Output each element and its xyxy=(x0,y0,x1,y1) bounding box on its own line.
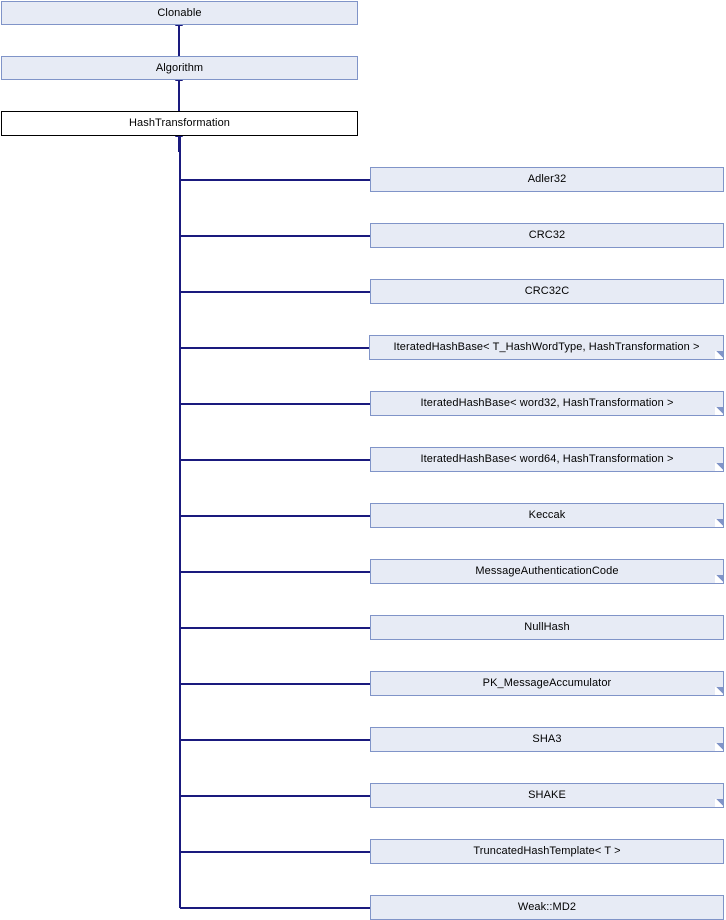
descendant-branch-1 xyxy=(180,235,370,237)
class-node-crc32c[interactable]: CRC32C xyxy=(370,279,724,304)
class-node-crc32[interactable]: CRC32 xyxy=(370,223,724,248)
class-node-sha3[interactable]: SHA3 xyxy=(370,727,724,752)
class-node-label: SHA3 xyxy=(532,733,562,745)
descendant-branch-3 xyxy=(180,347,370,349)
class-node-label: IteratedHashBase< word32, HashTransforma… xyxy=(420,397,674,409)
class-node-label: HashTransformation xyxy=(128,117,231,129)
class-node-label: Keccak xyxy=(528,509,566,521)
class-node-label: Adler32 xyxy=(527,173,567,185)
class-node-label: Clonable xyxy=(157,6,202,19)
descendant-branch-5 xyxy=(180,459,370,461)
class-node-label: SHAKE xyxy=(528,789,566,801)
class-node-label: IteratedHashBase< T_HashWordType, HashTr… xyxy=(393,341,700,353)
class-node-iteratedhashbase-word32-hashtransformation[interactable]: IteratedHashBase< word32, HashTransforma… xyxy=(370,391,724,416)
class-node-label: MessageAuthenticationCode xyxy=(475,565,619,577)
inheritance-edge-0 xyxy=(178,25,180,56)
class-node-shake[interactable]: SHAKE xyxy=(370,783,724,808)
class-node-pk-messageaccumulator[interactable]: PK_MessageAccumulator xyxy=(370,671,724,696)
descendant-branch-8 xyxy=(180,627,370,629)
class-node-keccak[interactable]: Keccak xyxy=(370,503,724,528)
class-node-iteratedhashbase-word64-hashtransformation[interactable]: IteratedHashBase< word64, HashTransforma… xyxy=(370,447,724,472)
class-node-hashtransformation[interactable]: HashTransformation xyxy=(1,111,358,136)
descendant-branch-11 xyxy=(180,795,370,797)
descendant-branch-6 xyxy=(180,515,370,517)
class-node-label: Algorithm xyxy=(155,61,204,74)
class-node-label: IteratedHashBase< word64, HashTransforma… xyxy=(420,453,674,465)
class-node-label: TruncatedHashTemplate< T > xyxy=(473,845,621,857)
class-node-clonable[interactable]: Clonable xyxy=(1,1,358,25)
class-node-label: Weak::MD2 xyxy=(517,901,577,913)
class-node-messageauthenticationcode[interactable]: MessageAuthenticationCode xyxy=(370,559,724,584)
descendant-trunk-line xyxy=(179,137,181,908)
class-node-label: NullHash xyxy=(524,621,570,633)
class-node-algorithm[interactable]: Algorithm xyxy=(1,56,358,80)
class-node-truncatedhashtemplate-t[interactable]: TruncatedHashTemplate< T > xyxy=(370,839,724,864)
class-node-weak-md2[interactable]: Weak::MD2 xyxy=(370,895,724,920)
class-node-label: CRC32C xyxy=(524,285,570,297)
inheritance-edge-1 xyxy=(178,80,180,111)
descendant-branch-4 xyxy=(180,403,370,405)
class-node-iteratedhashbase-t-hashwordtype-hashtransformation[interactable]: IteratedHashBase< T_HashWordType, HashTr… xyxy=(369,335,724,360)
descendant-branch-0 xyxy=(180,179,370,181)
descendant-branch-12 xyxy=(180,851,370,853)
descendant-branch-2 xyxy=(180,291,370,293)
descendant-branch-9 xyxy=(180,683,370,685)
class-node-label: CRC32 xyxy=(528,229,566,241)
descendant-branch-7 xyxy=(180,571,370,573)
class-node-label: PK_MessageAccumulator xyxy=(482,677,612,689)
descendant-branch-13 xyxy=(180,907,370,909)
descendant-branch-10 xyxy=(180,739,370,741)
class-node-nullhash[interactable]: NullHash xyxy=(370,615,724,640)
class-node-adler32[interactable]: Adler32 xyxy=(370,167,724,192)
